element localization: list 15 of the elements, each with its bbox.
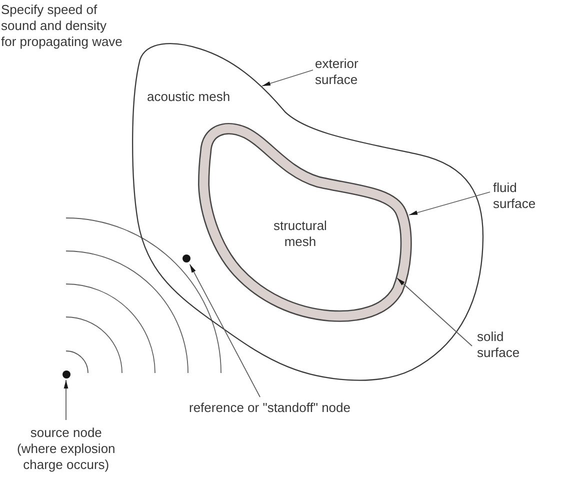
- dot-icon: [182, 254, 192, 264]
- leader-line: [189, 264, 260, 398]
- leader-line: [396, 278, 472, 346]
- callout-label: solid surface: [477, 329, 520, 361]
- region-label: structural mesh: [273, 218, 327, 250]
- callout-label: fluid surface: [493, 180, 536, 212]
- note-text: Specify speed of sound and density for propagating wave: [1, 2, 122, 50]
- callout-label: reference or "standoff" node: [189, 400, 350, 416]
- callout-label: exterior surface: [315, 56, 358, 88]
- dot-icon: [62, 370, 70, 378]
- leader-line: [408, 192, 490, 216]
- callout-label: source node (where explosion charge occurs): [17, 425, 116, 473]
- leader-line: [64, 380, 68, 420]
- leader-line: [262, 70, 314, 86]
- region-label: acoustic mesh: [146, 88, 230, 105]
